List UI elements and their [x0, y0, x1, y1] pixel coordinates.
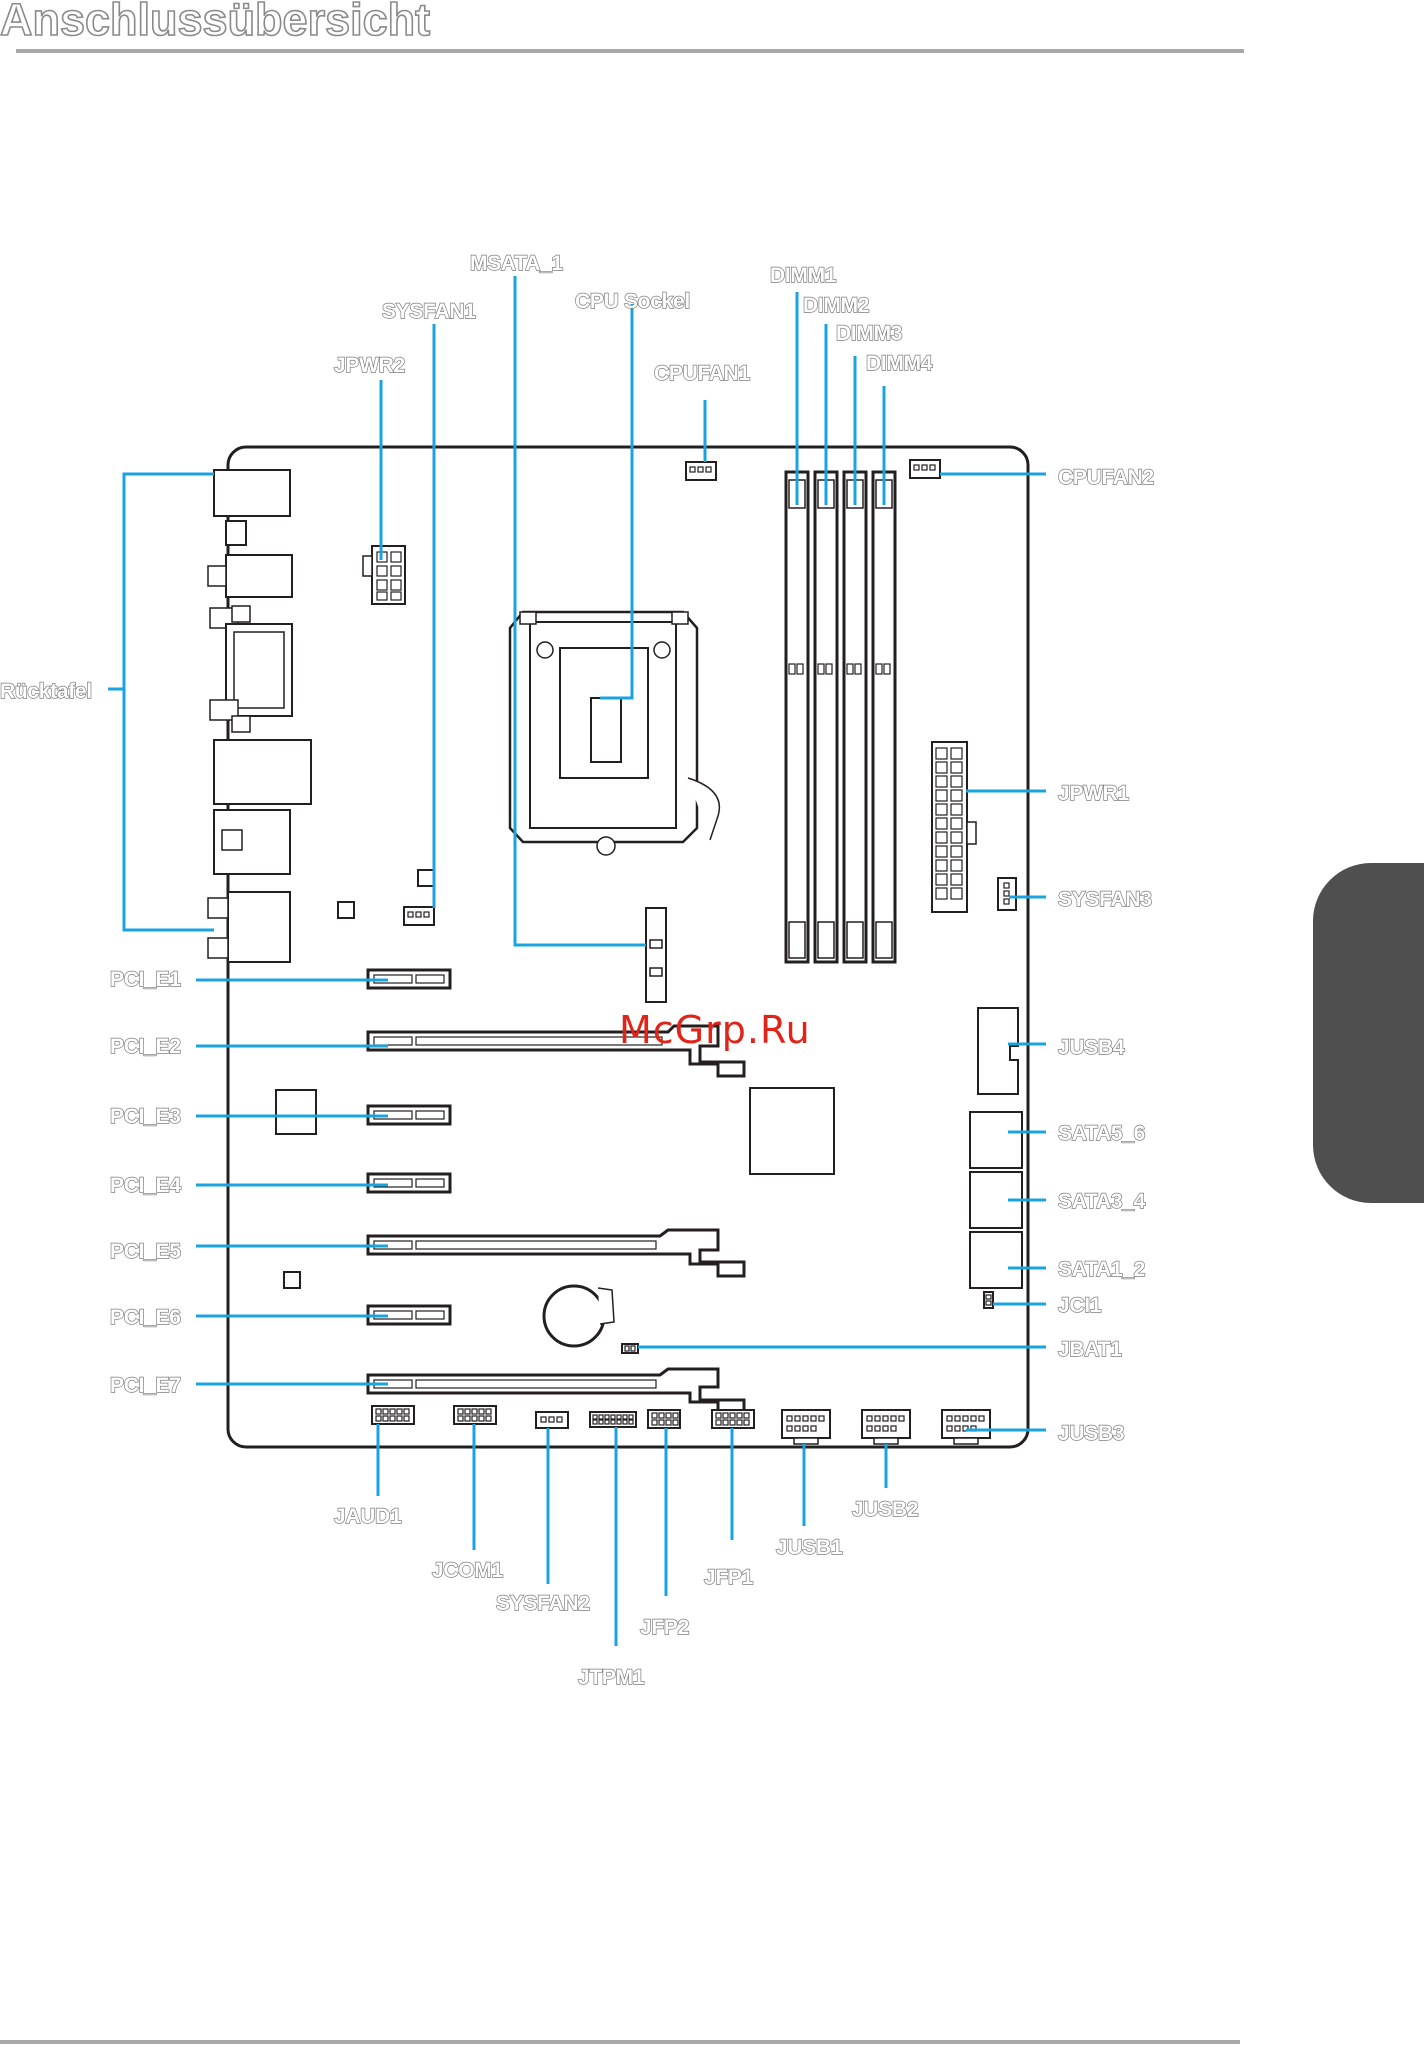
label-jfp1: JFP1: [704, 1566, 754, 1589]
label-sata12: SATA1_2: [1058, 1258, 1145, 1281]
label-jci1: JCI1: [1058, 1294, 1102, 1317]
label-msata: MSATA_1: [470, 252, 563, 275]
sysfan1-connector: [404, 907, 434, 925]
label-jcom1: JCOM1: [432, 1559, 503, 1582]
sata1-2-connector: [970, 1232, 1022, 1288]
label-sata56: SATA5_6: [1058, 1122, 1145, 1145]
label-dimm3: DIMM3: [836, 322, 902, 345]
label-pcie4: PCI_E4: [110, 1174, 181, 1197]
label-sysfan3: SYSFAN3: [1058, 888, 1152, 911]
label-dimm4: DIMM4: [866, 352, 933, 375]
label-dimm1: DIMM1: [770, 264, 837, 287]
label-jusb2: JUSB2: [852, 1498, 918, 1521]
label-cpufan2: CPUFAN2: [1058, 466, 1154, 489]
msata-slot: [646, 908, 666, 1002]
label-jusb1: JUSB1: [776, 1536, 843, 1559]
label-jfp2: JFP2: [640, 1616, 689, 1639]
cpufan1-connector: [686, 462, 716, 480]
label-dimm2: DIMM2: [803, 294, 869, 317]
label-pcie5: PCI_E5: [110, 1240, 181, 1263]
label-jusb3: JUSB3: [1058, 1422, 1124, 1445]
label-cpufan1: CPUFAN1: [654, 362, 751, 385]
label-jpwr1: JPWR1: [1058, 782, 1129, 805]
label-jaud1: JAUD1: [334, 1505, 402, 1528]
label-jtpm1: JTPM1: [578, 1666, 645, 1689]
label-jpwr2: JPWR2: [334, 354, 405, 377]
io-chip: [276, 1090, 316, 1134]
chipset: [750, 1088, 834, 1174]
watermark-text: McGrp.Ru: [619, 1008, 811, 1052]
cpu-socket: [510, 612, 719, 855]
jci1-jumper: [984, 1292, 993, 1308]
label-pcie3: PCI_E3: [110, 1105, 181, 1128]
label-pcie6: PCI_E6: [110, 1306, 181, 1329]
sata5-6-connector: [970, 1112, 1022, 1168]
label-sata34: SATA3_4: [1058, 1190, 1146, 1213]
label-pcie7: PCI_E7: [110, 1374, 181, 1397]
label-cpu-socket: CPU Sockel: [575, 290, 690, 313]
board-outline: [228, 447, 1028, 1447]
cpufan2-connector: [910, 460, 940, 478]
label-sysfan2: SYSFAN2: [496, 1592, 590, 1615]
label-pcie2: PCI_E2: [110, 1035, 181, 1058]
label-sysfan1: SYSFAN1: [382, 300, 476, 323]
small-component: [338, 902, 354, 918]
small-component: [284, 1272, 300, 1288]
label-jusb4: JUSB4: [1058, 1036, 1125, 1059]
small-component: [418, 870, 434, 886]
label-ruecktafel: Rücktafel: [0, 680, 92, 703]
label-jbat1: JBAT1: [1058, 1338, 1122, 1361]
jbat1-jumper: [622, 1344, 638, 1353]
sysfan3-connector: [998, 878, 1016, 910]
label-pcie1: PCI_E1: [110, 968, 181, 991]
